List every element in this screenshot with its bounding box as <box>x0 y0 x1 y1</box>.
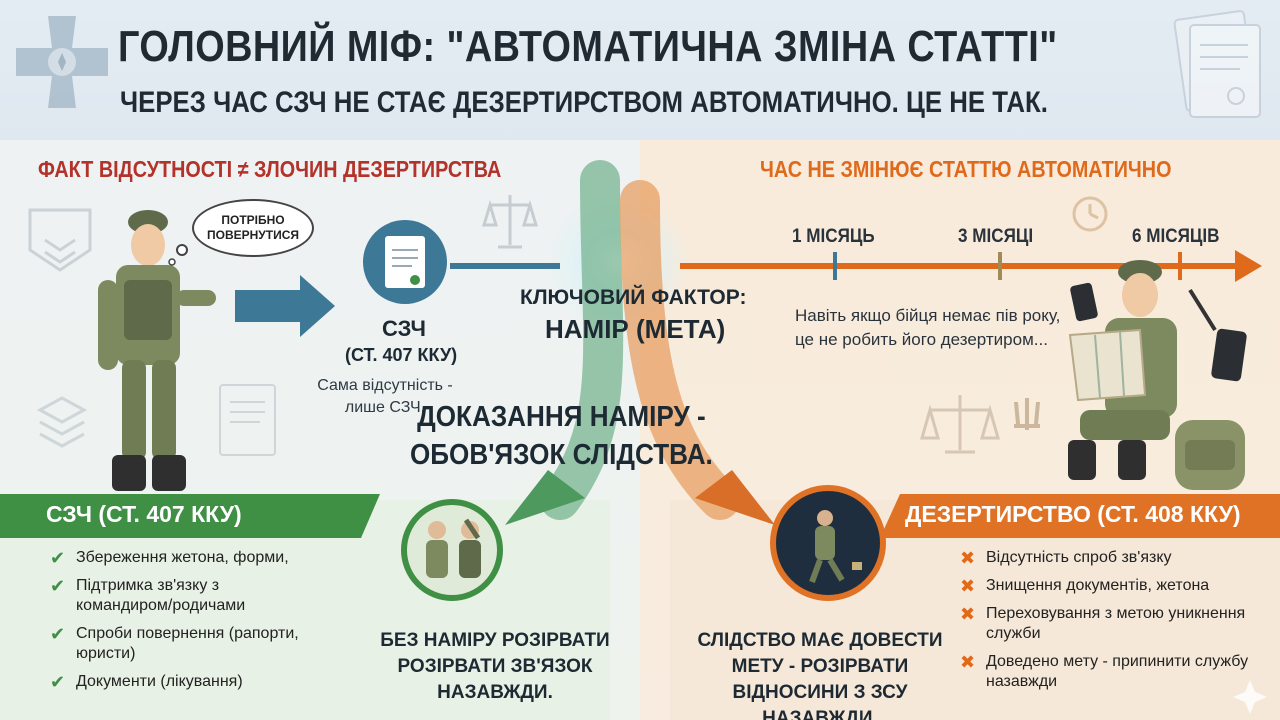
clock-icon <box>1072 196 1108 232</box>
desertion-banner-text: ДЕЗЕРТИРСТВО (СТ. 408 ККУ) <box>905 501 1241 527</box>
check-icon: ✔ <box>50 576 66 596</box>
arrowhead-orange <box>695 470 775 525</box>
soldier-leaving-icon <box>770 485 886 601</box>
curve-arrow-orange <box>620 180 740 520</box>
thought-bubble: ПОТРІБНО ПОВЕРНУТИСЯ <box>192 199 314 257</box>
szch-banner-text: СЗЧ (СТ. 407 ККУ) <box>46 501 242 527</box>
documents-icon <box>1173 10 1261 118</box>
key-factor-value: НАМІР (МЕТА) <box>545 314 726 344</box>
szch-banner <box>0 494 380 538</box>
curve-arrow-green <box>540 160 624 520</box>
key-factor-label: КЛЮЧОВИЙ ФАКТОР: <box>520 286 747 309</box>
timeline-label-3: 6 МІСЯЦІВ <box>1132 226 1220 247</box>
arrow-right-icon <box>235 275 335 337</box>
sparkle-icon <box>1233 680 1267 714</box>
left-bottom-statement: БЕЗ НАМІРУ РОЗІРВАТИ РОЗІРВАТИ ЗВ'ЯЗОК Н… <box>380 630 610 703</box>
szch-checklist: ✔Збереження жетона, форми, ✔Підтримка зв… <box>50 548 310 700</box>
szch-note: Сама відсутність - лише СЗЧ. <box>317 377 453 416</box>
page-subtitle: ЧЕРЕЗ ЧАС СЗЧ НЕ СТАЄ ДЕЗЕРТИРСТВОМ АВТО… <box>120 86 1048 119</box>
cross-icon: ✖ <box>960 548 976 568</box>
timeline-note: Навіть якщо бійця немає пів року, це не … <box>795 306 1061 349</box>
list-item: ✖Переховування з метою уникнення служби <box>960 604 1246 642</box>
desertion-list: ✖Відсутність спроб зв'язку ✖Знищення док… <box>960 548 1250 700</box>
soldiers-saluting-icon <box>401 499 503 601</box>
right-heading: ЧАС НЕ ЗМІНЮЄ СТАТТЮ АВТОМАТИЧНО <box>760 156 1172 182</box>
scales-icon <box>481 195 539 249</box>
proof-line-2: ОБОВ'ЯЗОК СЛІДСТВА. <box>410 439 713 471</box>
szch-article: (СТ. 407 ККУ) <box>345 345 458 365</box>
left-heading: ФАКТ ВІДСУТНОСТІ ≠ ЗЛОЧИН ДЕЗЕРТИРСТВА <box>38 156 502 182</box>
trident-icon <box>1014 398 1040 430</box>
list-item: ✖Знищення документів, жетона <box>960 576 1210 596</box>
phone-icon <box>1070 282 1098 322</box>
soldier-with-map-figure <box>1068 260 1245 490</box>
phone-icon-2 <box>1211 328 1247 382</box>
scales-icon-right <box>920 395 1000 454</box>
list-item: ✔Збереження жетона, форми, <box>50 548 289 568</box>
stack-icon <box>36 396 88 448</box>
timeline-arrowhead <box>1235 250 1262 282</box>
check-icon: ✔ <box>50 624 66 644</box>
bubble-line-2: ПОВЕРНУТИСЯ <box>206 228 299 242</box>
cross-icon: ✖ <box>960 576 976 596</box>
page-title: ГОЛОВНИЙ МІФ: "АВТОМАТИЧНА ЗМІНА СТАТТІ" <box>118 22 1058 71</box>
check-icon: ✔ <box>50 548 66 568</box>
list-item: ✖Доведено мету - припинити службу назавж… <box>960 652 1249 690</box>
list-item: ✔Підтримка зв'язку з командиром/родичами <box>50 576 246 614</box>
cross-icon: ✖ <box>960 604 976 624</box>
right-bottom-statement: СЛІДСТВО МАЄ ДОВЕСТИ МЕТУ - РОЗІРВАТИ ВІ… <box>697 630 943 720</box>
rank-badge-icon <box>28 208 92 272</box>
timeline-label-2: 3 МІСЯЦІ <box>958 226 1034 247</box>
soldier-checking-watch-figure <box>98 210 216 491</box>
list-item: ✔Документи (лікування) <box>50 672 243 692</box>
cross-icon: ✖ <box>960 652 976 672</box>
emblem-cross-icon <box>16 16 108 108</box>
szch-label: СЗЧ <box>382 316 426 341</box>
check-icon: ✔ <box>50 672 66 692</box>
document-check-icon <box>363 220 447 304</box>
proof-statement: ДОКАЗАННЯ НАМІРУ - ОБОВ'ЯЗОК СЛІДСТВА. <box>410 398 713 474</box>
paper-icon-left <box>219 384 276 456</box>
arrowhead-green <box>505 470 585 525</box>
desertion-banner <box>880 494 1280 538</box>
list-item: ✔Спроби повернення (рапорти, юристи) <box>50 624 299 662</box>
bubble-line-1: ПОТРІБНО <box>221 213 285 227</box>
header-band <box>0 0 1280 140</box>
proof-line-1: ДОКАЗАННЯ НАМІРУ - <box>417 401 706 433</box>
timeline-label-1: 1 МІСЯЦЬ <box>792 226 875 247</box>
list-item: ✖Відсутність спроб зв'язку <box>960 548 1172 568</box>
